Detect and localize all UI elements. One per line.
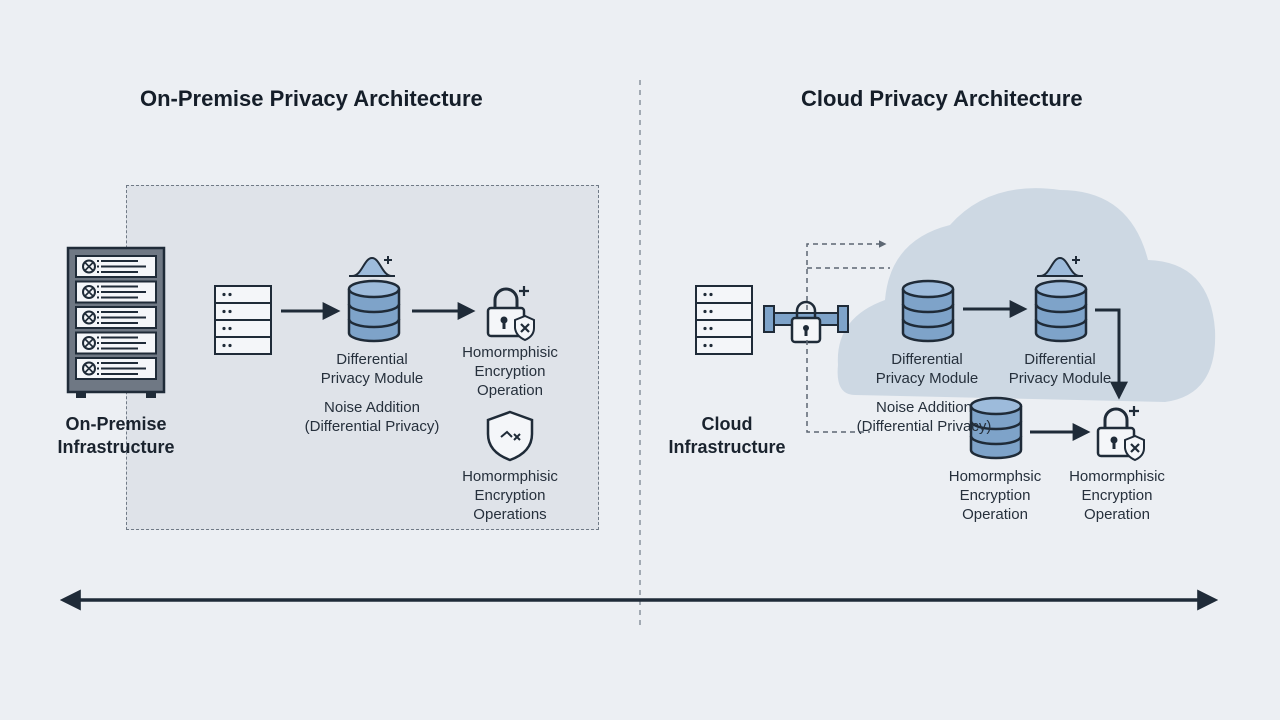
on-premise-title: On-Premise Privacy Architecture (140, 86, 483, 111)
bell-curve-icon (348, 255, 396, 277)
rack-unit (75, 280, 157, 304)
dashed-flow-line (806, 340, 870, 433)
dashed-flow-line (806, 240, 887, 310)
flow-arrow (1095, 308, 1128, 400)
database-icon (901, 279, 955, 343)
on-premise-boundary (126, 185, 599, 530)
cloud-title: Cloud Privacy Architecture (801, 86, 1083, 111)
rack-unit (75, 331, 157, 355)
noise-addition-label: Noise Addition(Differential Privacy) (304, 399, 440, 435)
shield-icon (486, 410, 534, 462)
lock-icon (486, 284, 536, 342)
rack-unit (75, 357, 157, 380)
database-icon (1034, 279, 1088, 343)
cloud-noise-addition-label: Noise Addition(Differential Privacy) (856, 399, 992, 435)
server-rack-units (75, 255, 157, 380)
database-icon (347, 279, 401, 343)
rack-unit (75, 255, 157, 278)
pipe-lock-icon (763, 300, 849, 344)
server-icon (695, 285, 753, 355)
cloud-icon (837, 188, 1216, 402)
server-icon (214, 285, 272, 355)
lock-icon (1096, 404, 1146, 462)
rack-unit (75, 306, 157, 329)
